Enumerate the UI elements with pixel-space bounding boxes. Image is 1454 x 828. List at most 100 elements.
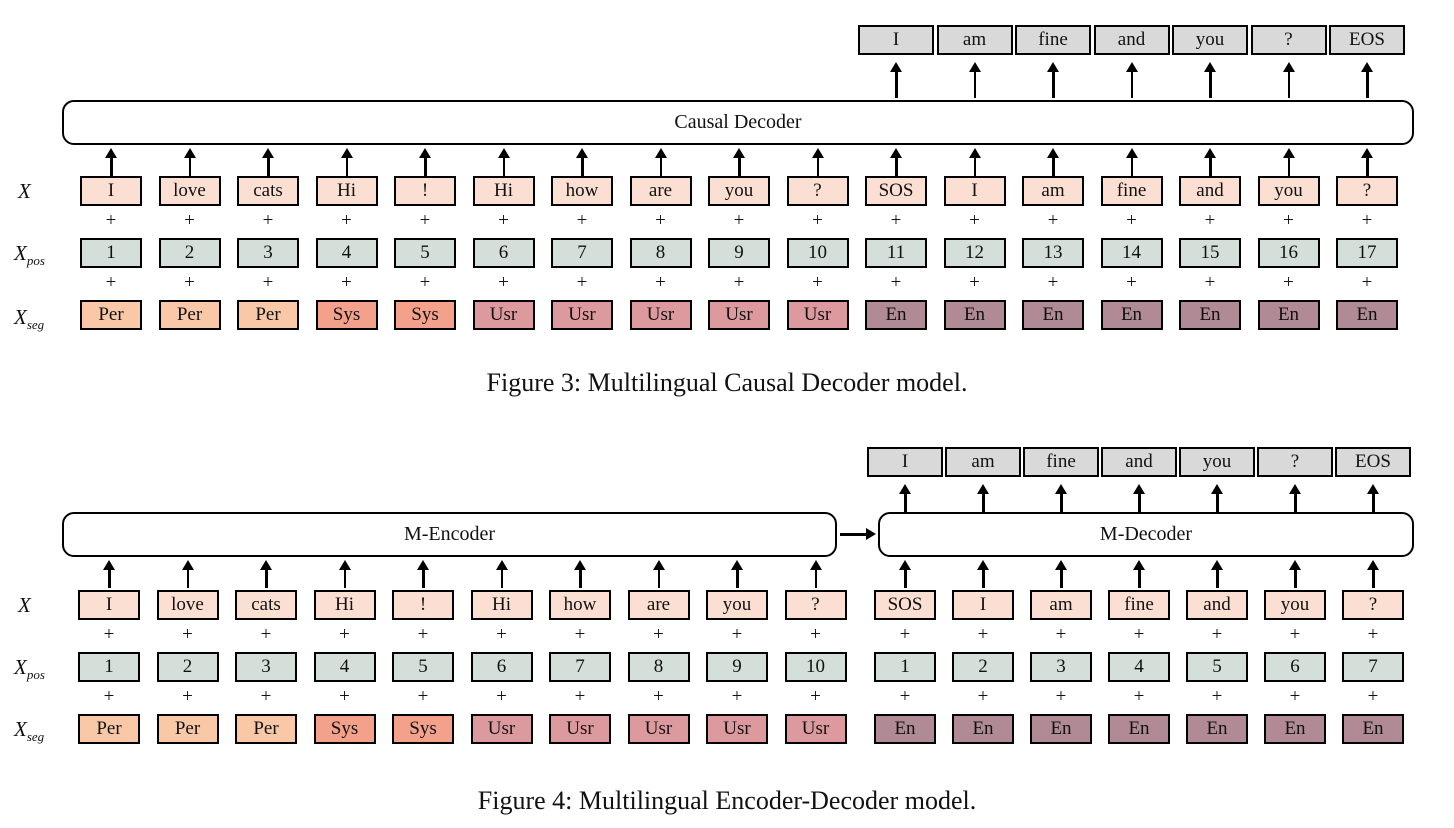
plus-sign: + <box>339 686 350 707</box>
token-seg: En <box>952 714 1014 744</box>
token-output: am <box>945 447 1021 477</box>
plus-sign: + <box>496 624 507 645</box>
plus-sign: + <box>1126 272 1137 293</box>
token-seg: Per <box>158 300 221 330</box>
token-pos: 1 <box>78 652 140 682</box>
token-seg: Usr <box>549 714 611 744</box>
plus-sign: + <box>977 624 989 645</box>
plus-sign: + <box>419 272 431 293</box>
token-pos: 6 <box>472 238 535 268</box>
token-x: ? <box>1342 590 1404 620</box>
plus-sign: + <box>1211 624 1223 645</box>
token-pos: 11 <box>865 238 927 268</box>
plus-sign: + <box>105 272 117 293</box>
plus-sign: + <box>733 210 745 231</box>
figure3-caption: Figure 3: Multilingual Causal Decoder mo… <box>486 368 968 397</box>
token-x: I <box>943 176 1006 206</box>
token-x: am <box>1030 590 1092 620</box>
plus-sign: + <box>262 210 274 231</box>
plus-sign: + <box>417 686 429 707</box>
causal-decoder-module: Causal Decoder <box>62 100 1414 145</box>
row-label-xpos-base: X <box>14 241 27 265</box>
output-arrow <box>1046 62 1060 98</box>
input-arrow <box>338 560 352 588</box>
plus-sign: + <box>1367 686 1379 707</box>
token-pos: 4 <box>1108 652 1170 682</box>
input-arrow <box>495 560 509 588</box>
plus-sign: + <box>184 272 195 293</box>
input-arrow <box>1360 148 1374 176</box>
causal-decoder-label: Causal Decoder <box>674 111 802 133</box>
token-seg: En <box>1030 714 1092 744</box>
output-arrow <box>889 62 903 98</box>
token-seg: Usr <box>629 300 692 330</box>
token-x: are <box>627 590 690 620</box>
plus-sign: + <box>731 686 743 707</box>
token-seg: Per <box>80 300 142 330</box>
token-pos: 17 <box>1336 238 1398 268</box>
plus-sign: + <box>899 624 911 645</box>
plus-sign: + <box>1367 624 1379 645</box>
token-seg: Usr <box>470 714 533 744</box>
input-arrow <box>809 560 823 588</box>
row-label-x-text: X <box>18 593 31 617</box>
token-pos: 3 <box>1030 652 1092 682</box>
input-arrow <box>1203 148 1217 176</box>
plus-sign: + <box>969 210 980 231</box>
token-x: and <box>1179 176 1241 206</box>
token-seg: Usr <box>627 714 690 744</box>
input-arrow <box>497 148 511 176</box>
input-arrow <box>976 560 990 588</box>
plus-sign: + <box>810 624 821 645</box>
plus-sign: + <box>810 686 821 707</box>
token-output: EOS <box>1335 447 1411 477</box>
row-label-xseg-sub: seg <box>26 317 45 333</box>
token-x: Hi <box>470 590 533 620</box>
input-arrow <box>575 148 589 176</box>
plus-sign: + <box>182 624 193 645</box>
token-output: fine <box>1015 25 1091 55</box>
m-encoder-label: M-Encoder <box>403 523 496 545</box>
plus-sign: + <box>1047 272 1059 293</box>
row-label-x: X <box>18 590 31 620</box>
token-pos: 1 <box>874 652 936 682</box>
token-x: SOS <box>865 176 927 206</box>
plus-sign: + <box>1133 686 1145 707</box>
token-seg: En <box>1100 300 1163 330</box>
plus-sign: + <box>417 624 429 645</box>
input-arrow <box>261 148 275 176</box>
token-output: ? <box>1257 447 1333 477</box>
output-arrow <box>1210 484 1224 512</box>
token-seg: En <box>1342 714 1404 744</box>
plus-sign: + <box>103 624 115 645</box>
output-arrow <box>976 484 990 512</box>
token-seg: En <box>1264 714 1326 744</box>
plus-sign: + <box>1211 686 1223 707</box>
token-pos: 6 <box>470 652 533 682</box>
token-output: you <box>1172 25 1248 55</box>
token-pos: 9 <box>706 652 768 682</box>
token-pos: 12 <box>943 238 1006 268</box>
output-arrow <box>1360 62 1374 98</box>
row-label-xseg-base: X <box>14 305 27 329</box>
plus-sign: + <box>655 210 666 231</box>
token-x: you <box>706 590 768 620</box>
plus-sign: + <box>1283 210 1294 231</box>
token-seg: Usr <box>472 300 535 330</box>
plus-sign: + <box>1204 272 1216 293</box>
token-x: am <box>1022 176 1084 206</box>
plus-sign: + <box>655 272 666 293</box>
token-pos: 2 <box>158 238 221 268</box>
input-arrow <box>102 560 116 588</box>
token-x: are <box>629 176 692 206</box>
input-arrow <box>898 560 912 588</box>
row-label-xpos-base: X <box>14 655 27 679</box>
row-label-xpos-sub: pos <box>26 253 45 269</box>
plus-sign: + <box>576 272 588 293</box>
token-output: I <box>867 447 943 477</box>
plus-sign: + <box>103 686 115 707</box>
token-seg: Sys <box>394 300 456 330</box>
plus-sign: + <box>1133 624 1145 645</box>
token-x: I <box>78 590 140 620</box>
